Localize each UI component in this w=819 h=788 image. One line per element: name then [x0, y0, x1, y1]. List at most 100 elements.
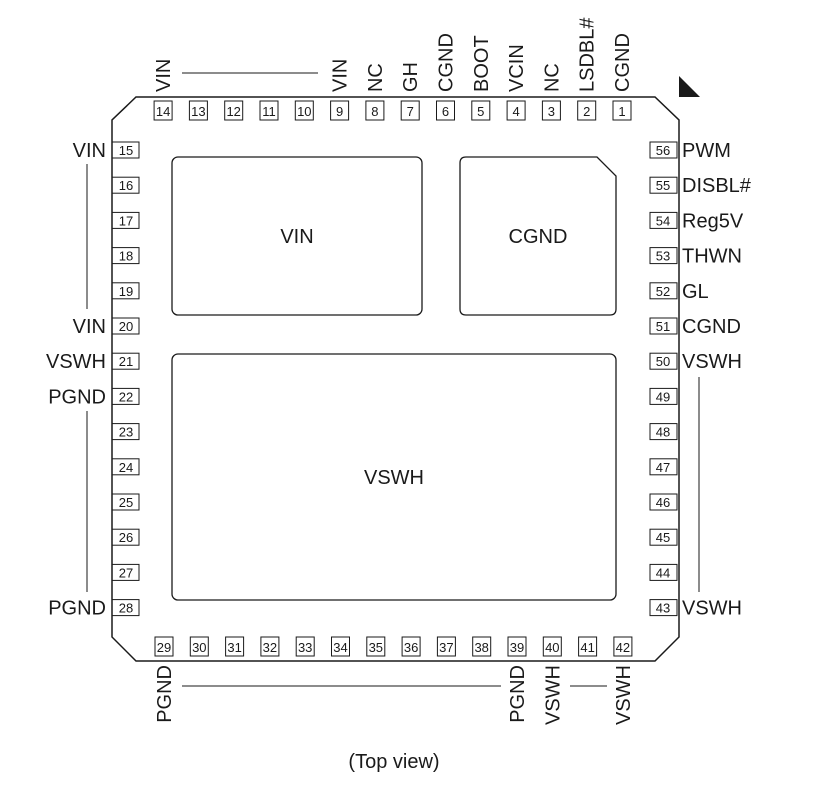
pin-11-box	[259, 100, 279, 121]
pin-50-label: VSWH	[682, 351, 742, 373]
pin-41-box	[578, 636, 598, 657]
pin-38-box	[472, 636, 492, 657]
pin-44-box	[649, 563, 678, 581]
pin-23-box	[111, 423, 140, 441]
pin-45-number: 45	[656, 530, 670, 545]
pin-3-number: 3	[548, 104, 555, 119]
pin-40-box	[542, 636, 562, 657]
pin-32-box	[260, 636, 280, 657]
pin-28-label: PGND	[48, 598, 106, 620]
pin-25-number: 25	[119, 495, 133, 510]
pin-28-box	[111, 599, 140, 617]
pin-46-number: 46	[656, 495, 670, 510]
pin-6-box	[436, 100, 455, 121]
pin-15-box	[111, 141, 140, 159]
pin-52-label: GL	[682, 281, 709, 303]
pin-28-number: 28	[119, 601, 133, 616]
pin-8-number: 8	[371, 104, 378, 119]
pin-7-number: 7	[407, 104, 414, 119]
pin-47-box	[649, 458, 678, 476]
pin-43-box	[649, 599, 678, 617]
pin-29-number: 29	[157, 640, 171, 655]
pin-24-box	[111, 458, 140, 476]
pin-15-label: VIN	[73, 140, 106, 162]
pin-31-number: 31	[227, 640, 241, 655]
pin-20-number: 20	[119, 319, 133, 334]
pin-50-box	[649, 352, 678, 370]
cgnd-pad-label: CGND	[509, 226, 568, 248]
pin-26-box	[111, 528, 140, 546]
pin-7-box	[400, 100, 420, 121]
pin-39-box	[507, 636, 527, 657]
vin-pad-label: VIN	[280, 226, 313, 248]
pin-21-label: VSWH	[46, 351, 106, 373]
pin-4-label: VCIN	[506, 44, 528, 92]
pin-35-number: 35	[369, 640, 383, 655]
pin-51-label: CGND	[682, 316, 741, 338]
pin-39-number: 39	[510, 640, 524, 655]
pin-6-label: CGND	[436, 33, 458, 92]
pin-49-number: 49	[656, 389, 670, 404]
vswh-pad	[171, 353, 617, 601]
pin1-marker-icon	[679, 76, 700, 97]
pin-45-box	[649, 528, 678, 546]
pin-13-number: 13	[191, 104, 205, 119]
pin-9-label: VIN	[330, 59, 352, 92]
pin-15-number: 15	[119, 143, 133, 158]
pin-56-box	[649, 141, 678, 159]
pin-14-number: 14	[156, 104, 170, 119]
pin-21-number: 21	[119, 354, 133, 369]
pin-36-number: 36	[404, 640, 418, 655]
pin-22-label: PGND	[48, 386, 106, 408]
pin-20-label: VIN	[73, 316, 106, 338]
pin-56-label: PWM	[682, 140, 731, 162]
pin-43-number: 43	[656, 601, 670, 616]
pin-54-label: Reg5V	[682, 210, 744, 232]
pin-48-number: 48	[656, 425, 670, 440]
pin-49-box	[649, 387, 678, 405]
pins-group: 1CGND2LSDBL#3NC4VCIN5BOOT6CGND7GH8NC9VIN…	[46, 17, 752, 725]
pin-52-box	[649, 282, 678, 300]
pin-12-box	[224, 100, 244, 121]
pin-17-box	[111, 211, 140, 229]
pin-55-box	[649, 176, 678, 194]
pin-21-box	[111, 352, 140, 370]
pin-55-label: DISBL#	[682, 175, 752, 197]
pin-43-label: VSWH	[682, 598, 742, 620]
pin-14-label: VIN	[153, 59, 175, 92]
pin-53-number: 53	[656, 249, 670, 264]
pin-9-number: 9	[336, 104, 343, 119]
pin-53-box	[649, 247, 678, 265]
cgnd-pad	[459, 156, 617, 316]
pin-2-label: LSDBL#	[577, 17, 599, 92]
pin-6-number: 6	[442, 104, 449, 119]
pin-36-box	[401, 636, 421, 657]
pin-27-number: 27	[119, 565, 133, 580]
pin-51-number: 51	[656, 319, 670, 334]
pin-8-label: NC	[365, 63, 387, 92]
pin-10-box	[294, 100, 314, 121]
pin-4-number: 4	[512, 104, 519, 119]
pin-26-number: 26	[119, 530, 133, 545]
pin-7-label: GH	[400, 62, 422, 92]
pin-22-number: 22	[119, 389, 133, 404]
pin-16-box	[111, 176, 140, 194]
pin-22-box	[111, 387, 140, 405]
pin-29-label: PGND	[154, 665, 176, 723]
view-caption: (Top view)	[348, 751, 439, 773]
pin-30-box	[189, 636, 209, 657]
pin-3-label: NC	[541, 63, 563, 92]
pin-34-number: 34	[333, 640, 347, 655]
pin-3-box	[541, 100, 561, 121]
pin-33-box	[295, 636, 315, 657]
pin-47-number: 47	[656, 460, 670, 475]
pin-16-number: 16	[119, 178, 133, 193]
pin-39-label: PGND	[507, 665, 529, 723]
pin-32-number: 32	[263, 640, 277, 655]
pin-20-box	[111, 317, 140, 335]
pin-27-box	[111, 563, 140, 581]
pin-23-number: 23	[119, 425, 133, 440]
pin-46-box	[649, 493, 678, 511]
pin-30-number: 30	[192, 640, 206, 655]
